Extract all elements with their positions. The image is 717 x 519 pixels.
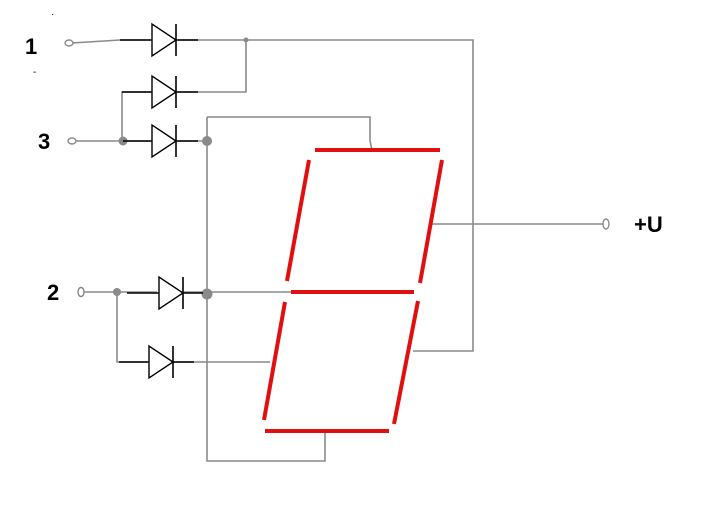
terminal-input-2 (77, 286, 85, 298)
label-input-3: 3 (38, 129, 50, 154)
wire-d5-in (116, 292, 147, 363)
junction-node (113, 288, 121, 296)
segment-c (392, 300, 420, 425)
terminals (64, 39, 610, 298)
label-input-2: 2 (47, 280, 59, 305)
wire-d1-out (178, 39, 474, 352)
diode-4 (127, 275, 203, 311)
wire-d2-in (121, 91, 150, 141)
wire-top-seg (207, 116, 373, 151)
segment-e (262, 301, 287, 421)
diodes (119, 22, 203, 380)
terminal-supply (602, 218, 610, 230)
diode-3 (123, 123, 198, 159)
diode-1 (120, 22, 198, 58)
diode-2 (122, 74, 198, 110)
wire-d2-out (178, 40, 247, 93)
segment-f (285, 159, 311, 282)
junction-node (243, 37, 249, 43)
diode-5 (119, 344, 194, 380)
junctions (113, 37, 249, 300)
labels: 1 3 2 +U · - (25, 9, 663, 305)
stray-mark: · (51, 9, 54, 20)
seven-segment-display (262, 148, 444, 433)
terminal-input-1 (64, 39, 74, 47)
segment-b (418, 159, 444, 284)
label-input-1: 1 (25, 34, 37, 59)
stray-mark: - (33, 67, 36, 78)
junction-node (202, 136, 212, 146)
junction-node (201, 288, 213, 300)
label-supply: +U (634, 212, 663, 237)
terminal-input-3 (67, 137, 77, 145)
